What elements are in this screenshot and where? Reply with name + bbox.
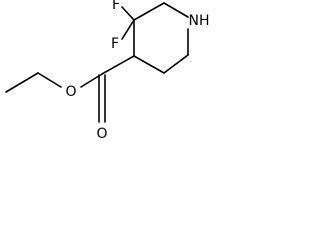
bond-c3-f2	[121, 19, 135, 40]
atom-ester-oxygen: O	[65, 84, 76, 100]
bond-ch2-o	[37, 72, 62, 88]
atom-fluorine-bottom: F	[111, 36, 119, 52]
bond-c6-c5	[163, 54, 189, 74]
bond-c5-c4	[133, 55, 165, 74]
atom-carbonyl-oxygen: O	[96, 126, 107, 142]
bond-c3-c2	[133, 2, 165, 21]
atom-nitrogen: NH	[189, 13, 210, 29]
bond-carbonyl-c4	[101, 55, 135, 75]
bond-ch3-ch2	[5, 72, 39, 93]
structure-diagram: F F NH O O	[5, 0, 210, 142]
bond-c3-f1	[121, 6, 135, 21]
bond-c2-n	[163, 2, 189, 18]
atom-fluorine-top: F	[112, 0, 120, 13]
